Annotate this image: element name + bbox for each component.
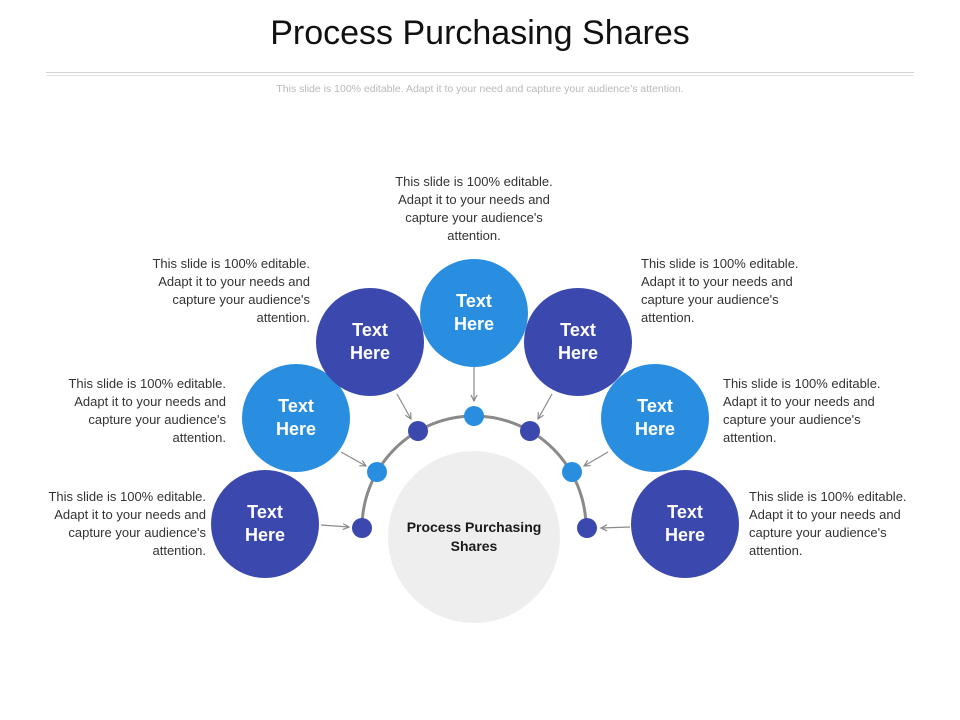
connector-arrow-5	[538, 393, 553, 419]
title-divider	[46, 72, 914, 73]
connector-arrow-6	[584, 451, 609, 466]
step-description-3: This slide is 100% editable. Adapt it to…	[152, 256, 310, 325]
step-label-5: Text Here	[557, 320, 599, 363]
slide-title: Process Purchasing Shares	[270, 14, 690, 52]
step-label-4: Text Here	[453, 291, 495, 334]
step-description-5: This slide is 100% editable. Adapt it to…	[641, 256, 799, 325]
step-circle-3	[316, 288, 424, 396]
step-circle-7	[631, 470, 739, 578]
connector-arrow-2	[340, 451, 366, 466]
step-dot-3	[408, 421, 428, 441]
step-label-3: Text Here	[349, 320, 391, 363]
step-description-4: This slide is 100% editable. Adapt it to…	[395, 174, 553, 243]
step-circle-2	[242, 364, 350, 472]
slide-subtitle: This slide is 100% editable. Adapt it to…	[276, 83, 684, 95]
step-circle-5	[524, 288, 632, 396]
step-description-2: This slide is 100% editable. Adapt it to…	[68, 376, 226, 445]
step-label-7: Text Here	[664, 502, 706, 545]
connector-arrow-3	[396, 393, 411, 419]
step-description-6: This slide is 100% editable. Adapt it to…	[723, 376, 881, 445]
connector-arrow-1	[320, 525, 349, 527]
step-dot-4	[464, 406, 484, 426]
step-label-6: Text Here	[634, 396, 676, 439]
center-circle	[388, 451, 560, 623]
step-label-2: Text Here	[275, 396, 317, 439]
step-description-1: This slide is 100% editable. Adapt it to…	[48, 489, 206, 558]
step-description-7: This slide is 100% editable. Adapt it to…	[749, 489, 907, 558]
step-circle-1	[211, 470, 319, 578]
title-divider-shadow	[46, 75, 914, 76]
center-label: Process Purchasing Shares	[406, 519, 542, 554]
step-dot-7	[577, 518, 597, 538]
step-label-1: Text Here	[244, 502, 286, 545]
step-circle-6	[601, 364, 709, 472]
step-circle-4	[420, 259, 528, 367]
step-dot-5	[520, 421, 540, 441]
step-dot-6	[562, 462, 582, 482]
step-dot-2	[367, 462, 387, 482]
step-dot-1	[352, 518, 372, 538]
connector-arrow-7	[601, 527, 631, 528]
